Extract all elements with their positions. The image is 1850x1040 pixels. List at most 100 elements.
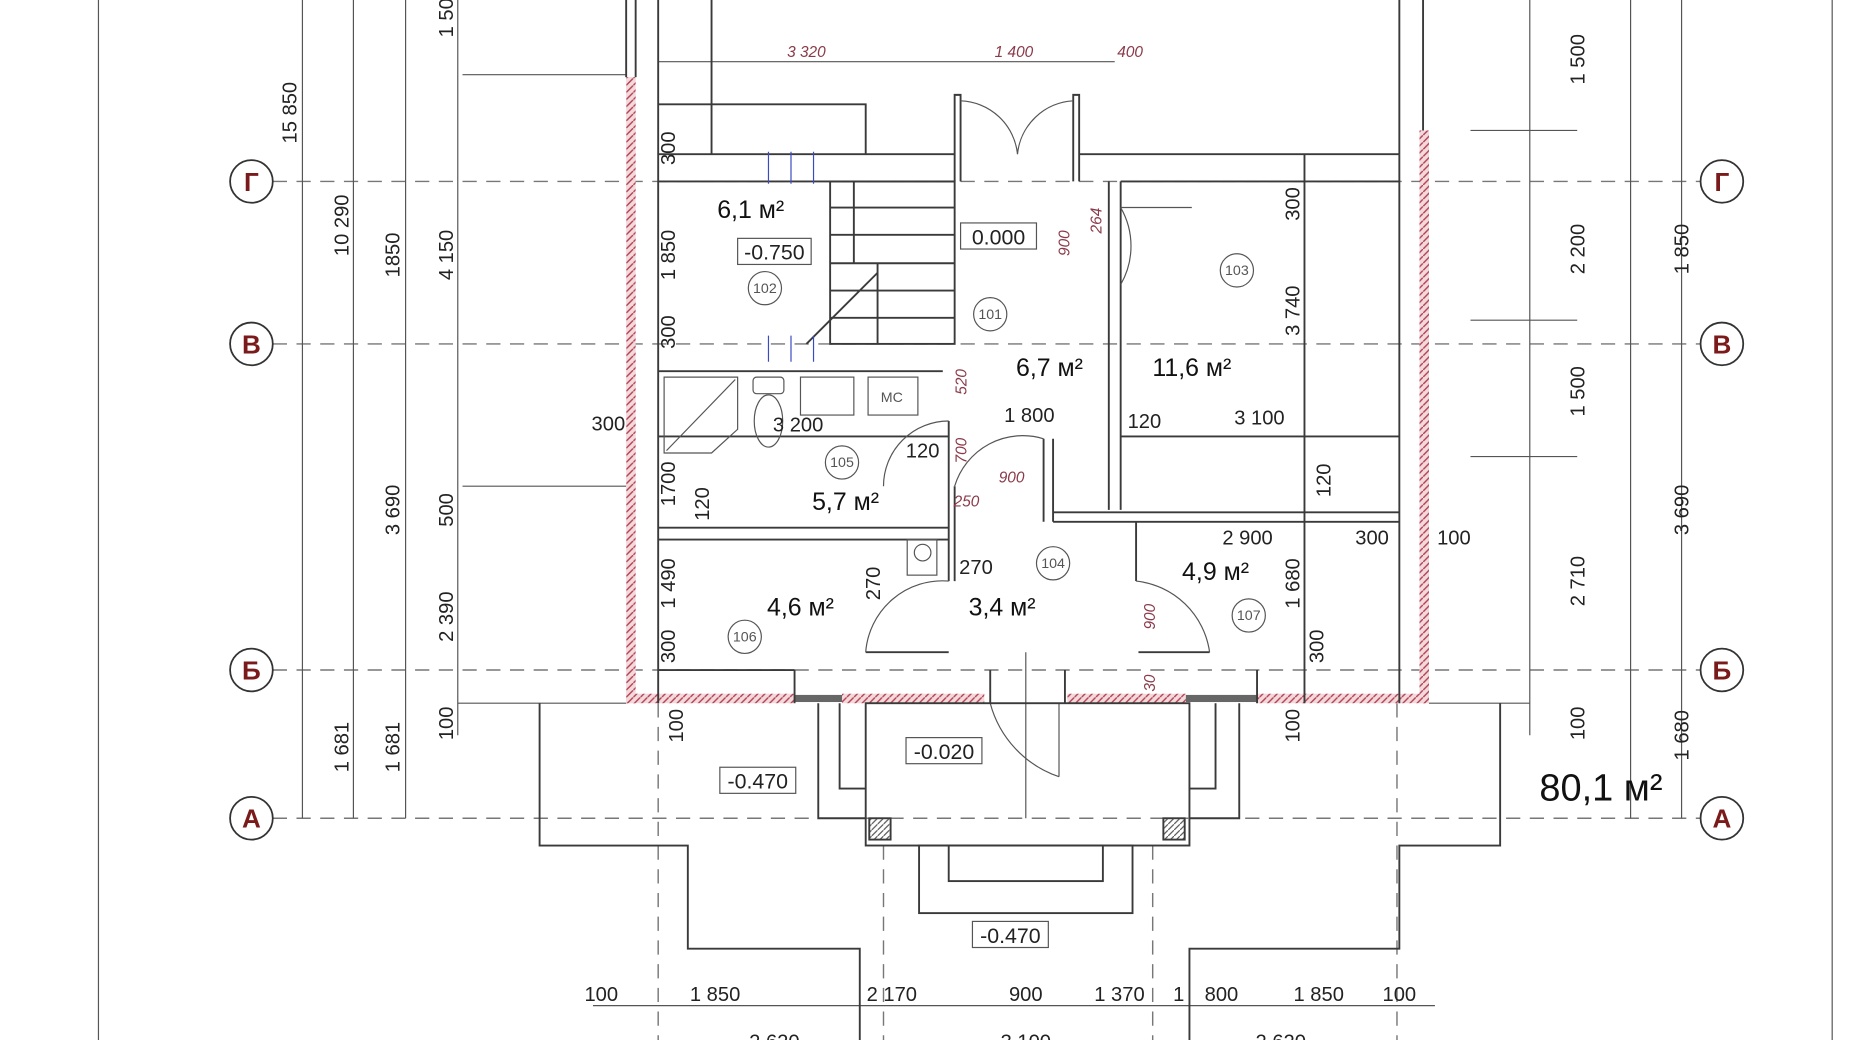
axis-marker-a-left: А — [229, 796, 274, 841]
svg-text:106: 106 — [733, 630, 757, 646]
svg-text:4,9 м²: 4,9 м² — [1182, 558, 1249, 586]
svg-text:3 100: 3 100 — [1001, 1031, 1051, 1040]
svg-text:В: В — [1712, 329, 1731, 359]
svg-text:270: 270 — [863, 567, 885, 601]
axis-marker-g-left: Г — [229, 159, 274, 204]
svg-text:1 500: 1 500 — [1567, 366, 1589, 416]
sheet-frame — [97, 0, 1833, 1040]
fixture-label: МС — [881, 390, 903, 406]
interior-walls — [625, 0, 1425, 704]
svg-text:Б: Б — [242, 655, 261, 685]
svg-text:Г: Г — [1715, 167, 1730, 197]
svg-text:-0.470: -0.470 — [980, 924, 1041, 948]
svg-text:100: 100 — [436, 707, 458, 741]
svg-text:10 290: 10 290 — [332, 195, 354, 257]
svg-text:1 800: 1 800 — [1004, 405, 1054, 427]
svg-text:700: 700 — [954, 437, 971, 463]
svg-text:900: 900 — [1009, 984, 1043, 1006]
porch — [538, 702, 1502, 1040]
total-area: 80,1 м² — [1539, 767, 1662, 809]
svg-text:120: 120 — [692, 487, 714, 521]
svg-text:Г: Г — [244, 167, 259, 197]
svg-text:1: 1 — [1173, 984, 1184, 1006]
svg-text:100: 100 — [1437, 527, 1471, 549]
level-marks: -0.750 0.000 -0.020 -0.470 -0.470 — [719, 222, 1049, 949]
svg-text:100: 100 — [666, 709, 688, 743]
dimension-lines — [301, 0, 1683, 1007]
svg-text:А: А — [1712, 804, 1731, 834]
svg-text:-0.020: -0.020 — [914, 740, 975, 764]
axis-marker-v-right: В — [1699, 321, 1745, 367]
svg-text:3 320: 3 320 — [787, 44, 826, 61]
svg-text:270: 270 — [959, 557, 993, 579]
svg-text:15 850: 15 850 — [279, 82, 301, 144]
svg-text:300: 300 — [1283, 187, 1305, 221]
dimensions-bottom: 100 1 850 2 170 900 1 370 1 800 1 850 10… — [584, 984, 1416, 1040]
axis-marker-v-left: В — [229, 321, 274, 367]
svg-text:30: 30 — [1142, 674, 1159, 692]
svg-text:120: 120 — [1128, 411, 1162, 433]
svg-text:1 681: 1 681 — [332, 722, 354, 772]
svg-text:В: В — [242, 329, 261, 359]
svg-text:300: 300 — [1306, 629, 1328, 663]
svg-text:6,1 м²: 6,1 м² — [717, 196, 784, 224]
svg-text:1 370: 1 370 — [1094, 984, 1144, 1006]
svg-text:1 850: 1 850 — [1294, 984, 1344, 1006]
svg-text:300: 300 — [1355, 527, 1389, 549]
svg-text:Б: Б — [1713, 655, 1732, 685]
door-swings — [865, 100, 1211, 819]
axis-marker-g-right: Г — [1699, 159, 1745, 204]
dimensions-inner-red: 520 700 900 250 900 264 900 30 — [953, 208, 1159, 692]
svg-text:0.000: 0.000 — [972, 225, 1026, 249]
svg-text:2 620: 2 620 — [749, 1031, 799, 1040]
svg-text:103: 103 — [1225, 263, 1249, 279]
svg-text:300: 300 — [658, 629, 680, 663]
svg-text:120: 120 — [1314, 463, 1336, 497]
svg-text:3 200: 3 200 — [773, 415, 823, 437]
svg-text:3 100: 3 100 — [1234, 408, 1284, 430]
svg-text:100: 100 — [584, 984, 618, 1006]
svg-text:3 740: 3 740 — [1283, 285, 1305, 335]
dimensions-top: 3 320 1 400 400 — [787, 44, 1143, 61]
svg-text:11,6 м²: 11,6 м² — [1152, 354, 1231, 382]
svg-text:100: 100 — [1567, 707, 1589, 741]
svg-text:3 690: 3 690 — [1672, 485, 1694, 535]
svg-text:6,7 м²: 6,7 м² — [1016, 354, 1083, 382]
svg-text:102: 102 — [753, 281, 777, 297]
grid-axes — [272, 180, 1702, 1040]
room-areas: 6,7 м² 6,1 м² 11,6 м² 3,4 м² 5,7 м² 4,6 … — [717, 196, 1249, 621]
dimensions-inner: 300 1 850 300 300 1700 120 1 490 300 100… — [592, 131, 1471, 742]
axis-marker-b-right: Б — [1699, 647, 1745, 693]
room-numbers: 101 102 103 104 105 106 107 — [727, 253, 1266, 655]
svg-text:264: 264 — [1089, 208, 1106, 235]
axis-marker-a-right: А — [1699, 796, 1745, 841]
svg-text:1 680: 1 680 — [1672, 710, 1694, 760]
svg-text:2 710: 2 710 — [1567, 556, 1589, 606]
svg-text:520: 520 — [954, 369, 971, 395]
svg-text:2 200: 2 200 — [1567, 224, 1589, 274]
svg-text:1 490: 1 490 — [658, 558, 680, 608]
svg-text:1 680: 1 680 — [1283, 558, 1305, 608]
svg-text:500: 500 — [436, 493, 458, 527]
svg-text:1 400: 1 400 — [995, 44, 1034, 61]
svg-text:1700: 1700 — [658, 461, 680, 506]
axis-marker-b-left: Б — [229, 647, 274, 693]
svg-text:300: 300 — [658, 131, 680, 165]
svg-text:1 850: 1 850 — [1672, 224, 1694, 274]
svg-text:2 620: 2 620 — [1256, 1031, 1306, 1040]
svg-text:300: 300 — [592, 413, 626, 435]
svg-text:107: 107 — [1237, 608, 1261, 624]
svg-text:250: 250 — [953, 493, 980, 510]
svg-text:105: 105 — [830, 455, 854, 471]
svg-text:3 690: 3 690 — [383, 485, 405, 535]
svg-text:2 390: 2 390 — [436, 591, 458, 641]
dimensions-left: 15 850 10 290 1850 4 150 1 50 3 690 500 … — [279, 0, 458, 772]
svg-text:4,6 м²: 4,6 м² — [767, 593, 834, 621]
svg-text:2 900: 2 900 — [1222, 527, 1272, 549]
svg-text:104: 104 — [1041, 556, 1065, 572]
dimensions-right: 1 500 2 200 1 850 1 500 3 690 2 710 100 … — [1567, 34, 1693, 760]
svg-text:800: 800 — [1205, 984, 1239, 1006]
svg-text:1 50: 1 50 — [436, 0, 458, 37]
svg-text:120: 120 — [906, 441, 940, 463]
